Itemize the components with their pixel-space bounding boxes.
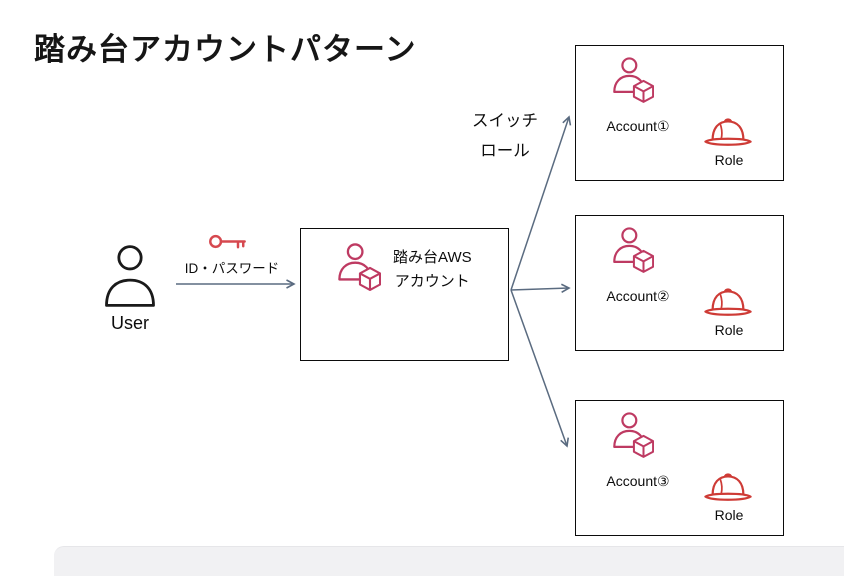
arrow-bastion-to-account-3 <box>510 289 570 448</box>
switch-role-label-line1: スイッチ <box>472 112 538 130</box>
arrow-bastion-to-account-2 <box>510 283 571 293</box>
bastion-account-box: 踏み台AWS アカウント <box>300 228 509 361</box>
iam-user-icon <box>613 412 654 458</box>
bastion-box-label: 踏み台AWS アカウント <box>393 242 472 294</box>
role-hard-hat-icon <box>704 473 752 501</box>
key-icon-wrap <box>208 230 248 253</box>
account-box-2: Account② Role <box>575 215 784 351</box>
user-label: User <box>110 313 149 333</box>
diagram-title: 踏み台アカウントパターン <box>34 32 417 67</box>
user-figure: User <box>98 244 162 334</box>
switch-role-label-line2: ロール <box>480 142 530 160</box>
iam-user-icon <box>613 227 654 273</box>
account-box-3: Account③ Role <box>575 400 784 536</box>
background-window-edge <box>54 546 844 576</box>
role-label: Role <box>714 152 744 168</box>
iam-user-icon <box>613 57 654 103</box>
iam-user-icon <box>338 243 381 292</box>
switch-role-label: スイッチ ロール <box>453 106 557 166</box>
role-hat-icon-wrap <box>703 471 753 504</box>
login-arrow-label: ID・パスワード <box>184 261 280 276</box>
account-label: Account② <box>606 288 670 304</box>
account-label: Account③ <box>606 473 670 489</box>
role-label: Role <box>714 322 744 338</box>
bastion-box-label-line2: アカウント <box>394 273 470 290</box>
role-label: Role <box>714 507 744 523</box>
role-hat-icon-wrap <box>703 286 753 319</box>
role-hat-icon-wrap <box>703 116 753 149</box>
role-hard-hat-icon <box>704 288 752 316</box>
role-hard-hat-icon <box>704 118 752 146</box>
account-label: Account① <box>606 118 670 134</box>
bastion-content: 踏み台AWS アカウント <box>301 229 508 294</box>
bastion-box-label-line1: 踏み台AWS <box>393 249 472 266</box>
user-person-icon <box>105 245 155 307</box>
key-icon <box>209 234 246 249</box>
account-box-1: Account① Role <box>575 45 784 181</box>
